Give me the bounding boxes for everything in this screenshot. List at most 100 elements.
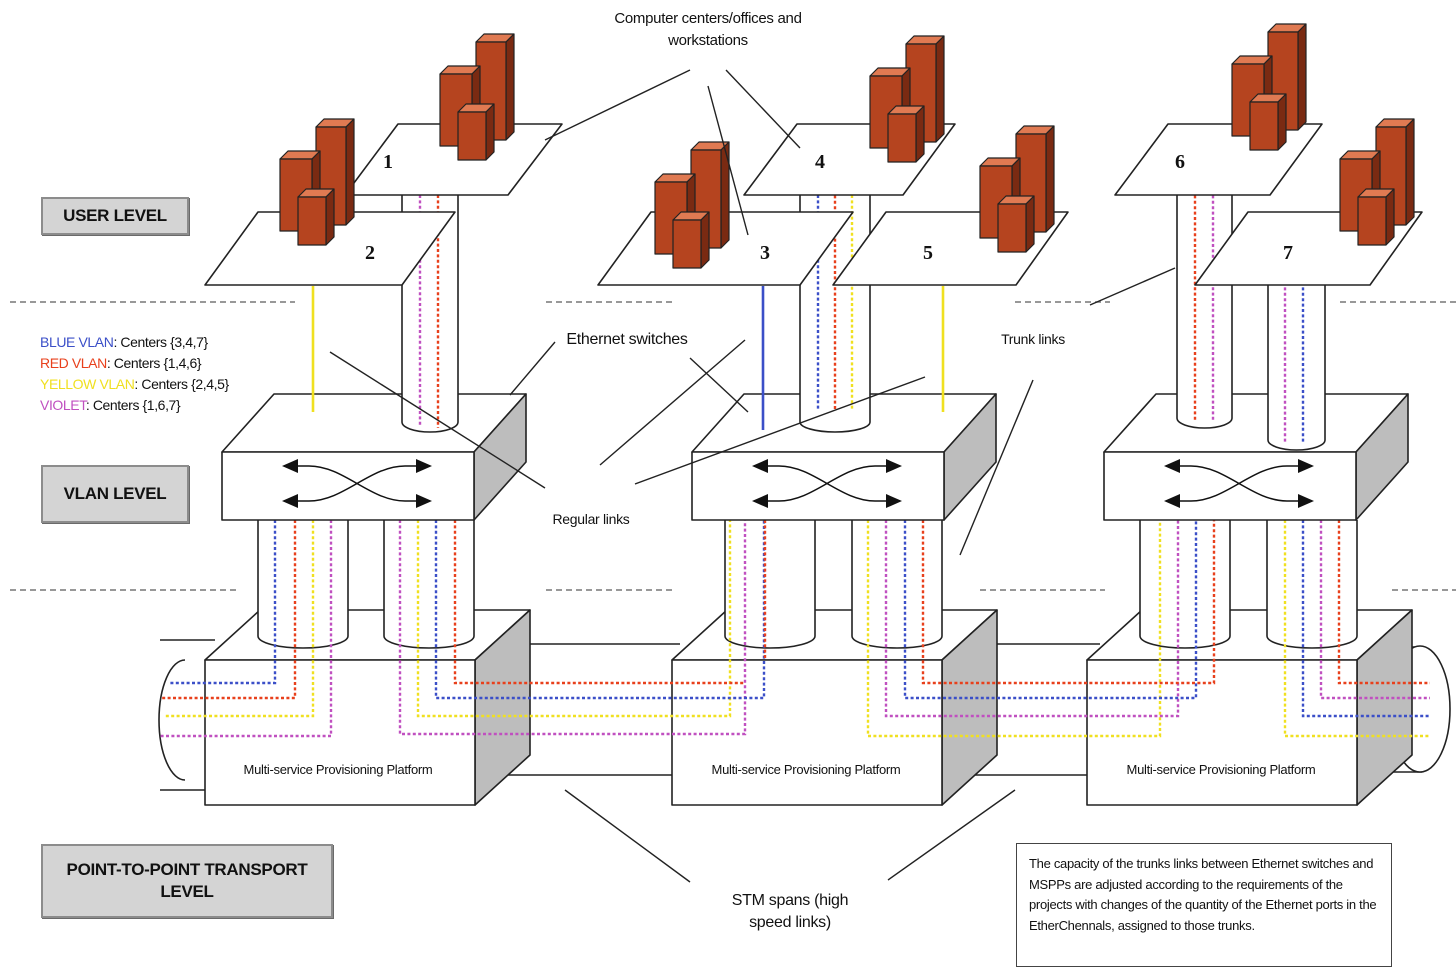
building-center-2-tower-front-side [325, 188, 335, 246]
ethernet-switch-3-arrowhead-2 [1164, 494, 1180, 508]
ethernet-switch-2-crossing-arrows [752, 459, 902, 508]
mspp-layer [204, 609, 1413, 806]
lower-cylinder-1a [257, 520, 349, 649]
building-center-4-tower-front [887, 105, 925, 163]
building-center-1-tower-tall-side [505, 33, 515, 141]
trunk-capacity-note: The capacity of the trunks links between… [1016, 843, 1392, 967]
route-s2-s3-blue [903, 520, 1198, 700]
center-1-plate [344, 123, 563, 196]
lower-cylinder-3a-base [1139, 635, 1231, 649]
building-center-5-tower-front-front [997, 203, 1027, 253]
ethernet-switch-2-link-b [754, 465, 900, 502]
vlan-legend: BLUE VLAN: Centers {3,4,7} RED VLAN: Cen… [40, 332, 229, 416]
building-center-4-tower-tall-side [935, 35, 945, 143]
mspp-box-3-front [1086, 659, 1358, 806]
lower-cylinder-2a-body [725, 520, 815, 636]
building-center-5-tower-front-side [1025, 195, 1035, 253]
ethernet-switches-label: Ethernet switches [566, 331, 688, 348]
level-dividers [10, 301, 1456, 591]
ethernet-switch-2-arrowhead-4 [886, 494, 902, 508]
center-2-plate [204, 211, 456, 286]
legend-name-yellow: YELLOW VLAN [40, 376, 135, 392]
mspp-label-1: Multi-service Provisioning Platform [243, 762, 433, 777]
ethernet-switch-3-arrowhead-3 [1298, 459, 1314, 473]
center-4: 4 [743, 35, 956, 196]
center-6: 6 [1114, 23, 1323, 196]
route-s1-s2-red [453, 520, 745, 685]
upper-cylinder-3a-base [1176, 417, 1233, 429]
ethernet-switch-1-front [221, 451, 475, 521]
ethernet-switch-3-arrowhead-1 [1164, 459, 1180, 473]
legend-entry-red: RED VLAN: Centers {1,4,6} [40, 353, 229, 374]
center-7: 7 [1194, 118, 1423, 286]
route-s1-yellow-west [165, 520, 315, 718]
building-center-4-tower-front-front [887, 113, 917, 163]
route-s2-s3-yellow [866, 520, 1162, 738]
building-center-1 [439, 33, 515, 161]
legend-entry-violet: VIOLET: Centers {1,6,7} [40, 395, 229, 416]
ethernet-switch-3-link-b [1166, 465, 1312, 502]
building-center-1-tower-tall [475, 33, 515, 141]
building-center-7-tower-front-side [1385, 188, 1395, 246]
vlan-level-label: VLAN LEVEL [41, 465, 189, 523]
legend-members-blue: : Centers {3,4,7} [113, 334, 208, 350]
mspp-label-3: Multi-service Provisioning Platform [1126, 762, 1316, 777]
route-s1-blue-west [170, 520, 277, 685]
center-3: 3 [597, 141, 854, 286]
mspp-box-2-front [671, 659, 943, 806]
ethernet-switch-3-arrowhead-4 [1298, 494, 1314, 508]
building-center-1-tower-front-front [457, 111, 487, 161]
lower-cylinder-3b-body [1267, 520, 1357, 636]
legend-name-red: RED VLAN [40, 355, 107, 371]
lower-cylinder-3a-body [1140, 520, 1230, 636]
building-center-3-tower-front-side [700, 211, 710, 269]
building-center-5-tower-tall-side [1045, 125, 1055, 233]
mspp-box-1-top [204, 609, 531, 661]
ethernet-switch-1-crossing-arrows [282, 459, 432, 508]
stm-span-left-cap [158, 659, 186, 781]
building-center-6-tower-front [1249, 93, 1287, 151]
lower-cylinder-3b [1266, 520, 1358, 649]
legend-entry-yellow: YELLOW VLAN: Centers {2,4,5} [40, 374, 229, 395]
ethernet-switch-1-arrowhead-3 [416, 459, 432, 473]
building-center-7-tower-front [1357, 188, 1395, 246]
center-number-4: 4 [815, 151, 825, 173]
building-center-3-tower-front-front [672, 219, 702, 269]
computer-centers-label: Computer centers/offices and workstation… [614, 10, 802, 49]
ethernet-switch-1-arrowhead-4 [416, 494, 432, 508]
building-center-5 [979, 125, 1055, 253]
center-number-2: 2 [365, 242, 375, 264]
callout-lines [329, 69, 1176, 883]
route-s1-s2-yellow [416, 520, 732, 718]
ethernet-switch-2-arrowhead-2 [752, 494, 768, 508]
building-center-2-tower-front [297, 188, 335, 246]
route-s3-violet-east [1319, 520, 1430, 700]
building-center-5-tower-front [997, 195, 1035, 253]
building-center-7-tower-front-front [1357, 196, 1387, 246]
lower-cylinder-2a [724, 520, 816, 649]
ethernet-switch-1-link-b [284, 465, 430, 502]
lower-cylinder-1b [383, 520, 475, 649]
center-number-3: 3 [760, 242, 770, 264]
route-s1-violet-west [160, 520, 333, 738]
lower-cylinder-2b-base [851, 635, 943, 649]
route-s3-yellow-east [1283, 520, 1430, 738]
ethernet-switch-3-top [1103, 393, 1409, 453]
user-level-label: USER LEVEL [41, 197, 189, 235]
building-center-6 [1231, 23, 1307, 151]
lower-cylinder-3a [1139, 520, 1231, 649]
legend-members-violet: : Centers {1,6,7} [85, 397, 181, 413]
ethernet-switch-3-front [1103, 451, 1357, 521]
route-s2-s3-red [921, 520, 1216, 685]
legend-members-yellow: : Centers {2,4,5} [134, 376, 229, 392]
lower-cylinder-3b-base [1266, 635, 1358, 649]
building-center-6-tower-tall-side [1297, 23, 1307, 131]
center-number-5: 5 [923, 242, 933, 264]
transport-level-label: POINT-TO-POINT TRANSPORT LEVEL [41, 844, 333, 918]
route-s3-blue-east [1301, 520, 1430, 718]
mspp-label-2: Multi-service Provisioning Platform [711, 762, 901, 777]
upper-cylinder-3b-base [1267, 439, 1326, 451]
center-number-7: 7 [1283, 242, 1293, 264]
upper-cylinder-2-base [799, 421, 871, 433]
